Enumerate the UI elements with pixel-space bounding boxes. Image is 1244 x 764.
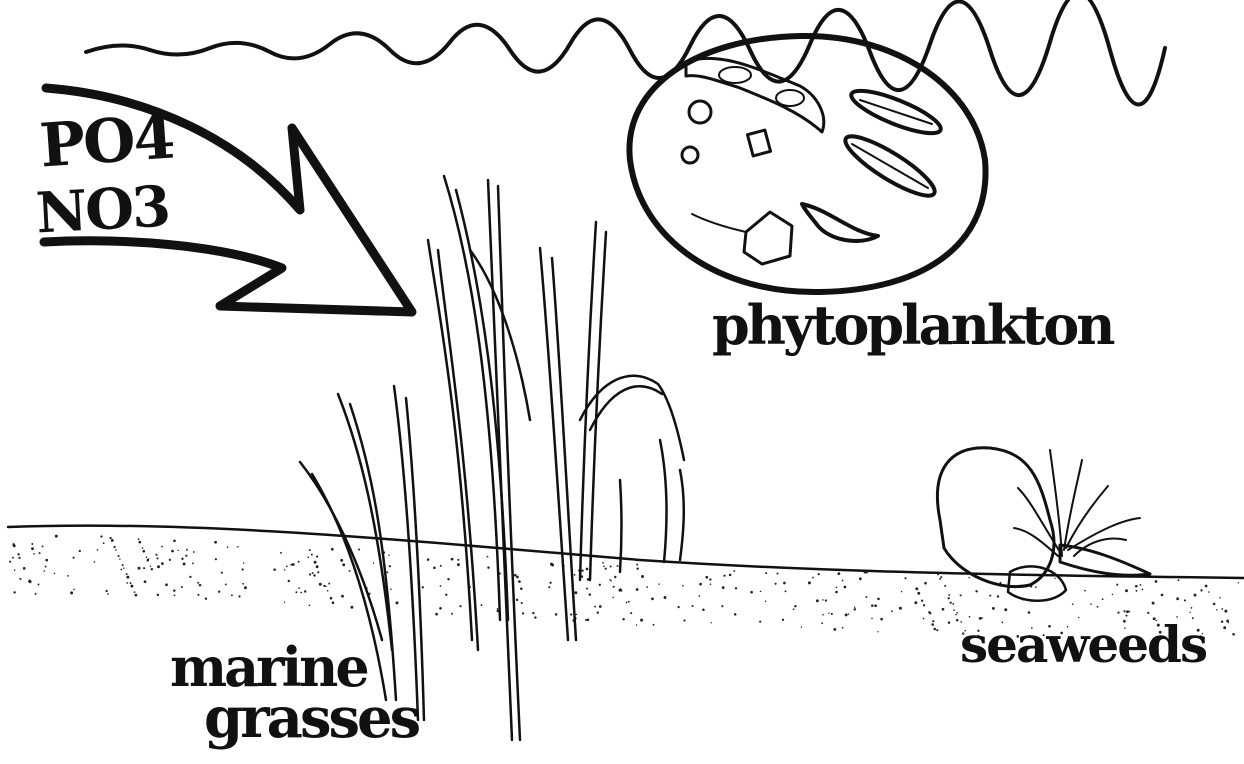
water-surface-line [86,0,1165,105]
phytoplankton-label: phytoplankton [712,298,1113,352]
grasses-label: grasses [204,690,418,746]
phosphate-label: PO4 [38,107,175,176]
seaweeds-label: seaweeds [960,620,1206,670]
nitrate-label: NO3 [35,179,171,242]
phytoplankton-bubble [629,36,985,292]
